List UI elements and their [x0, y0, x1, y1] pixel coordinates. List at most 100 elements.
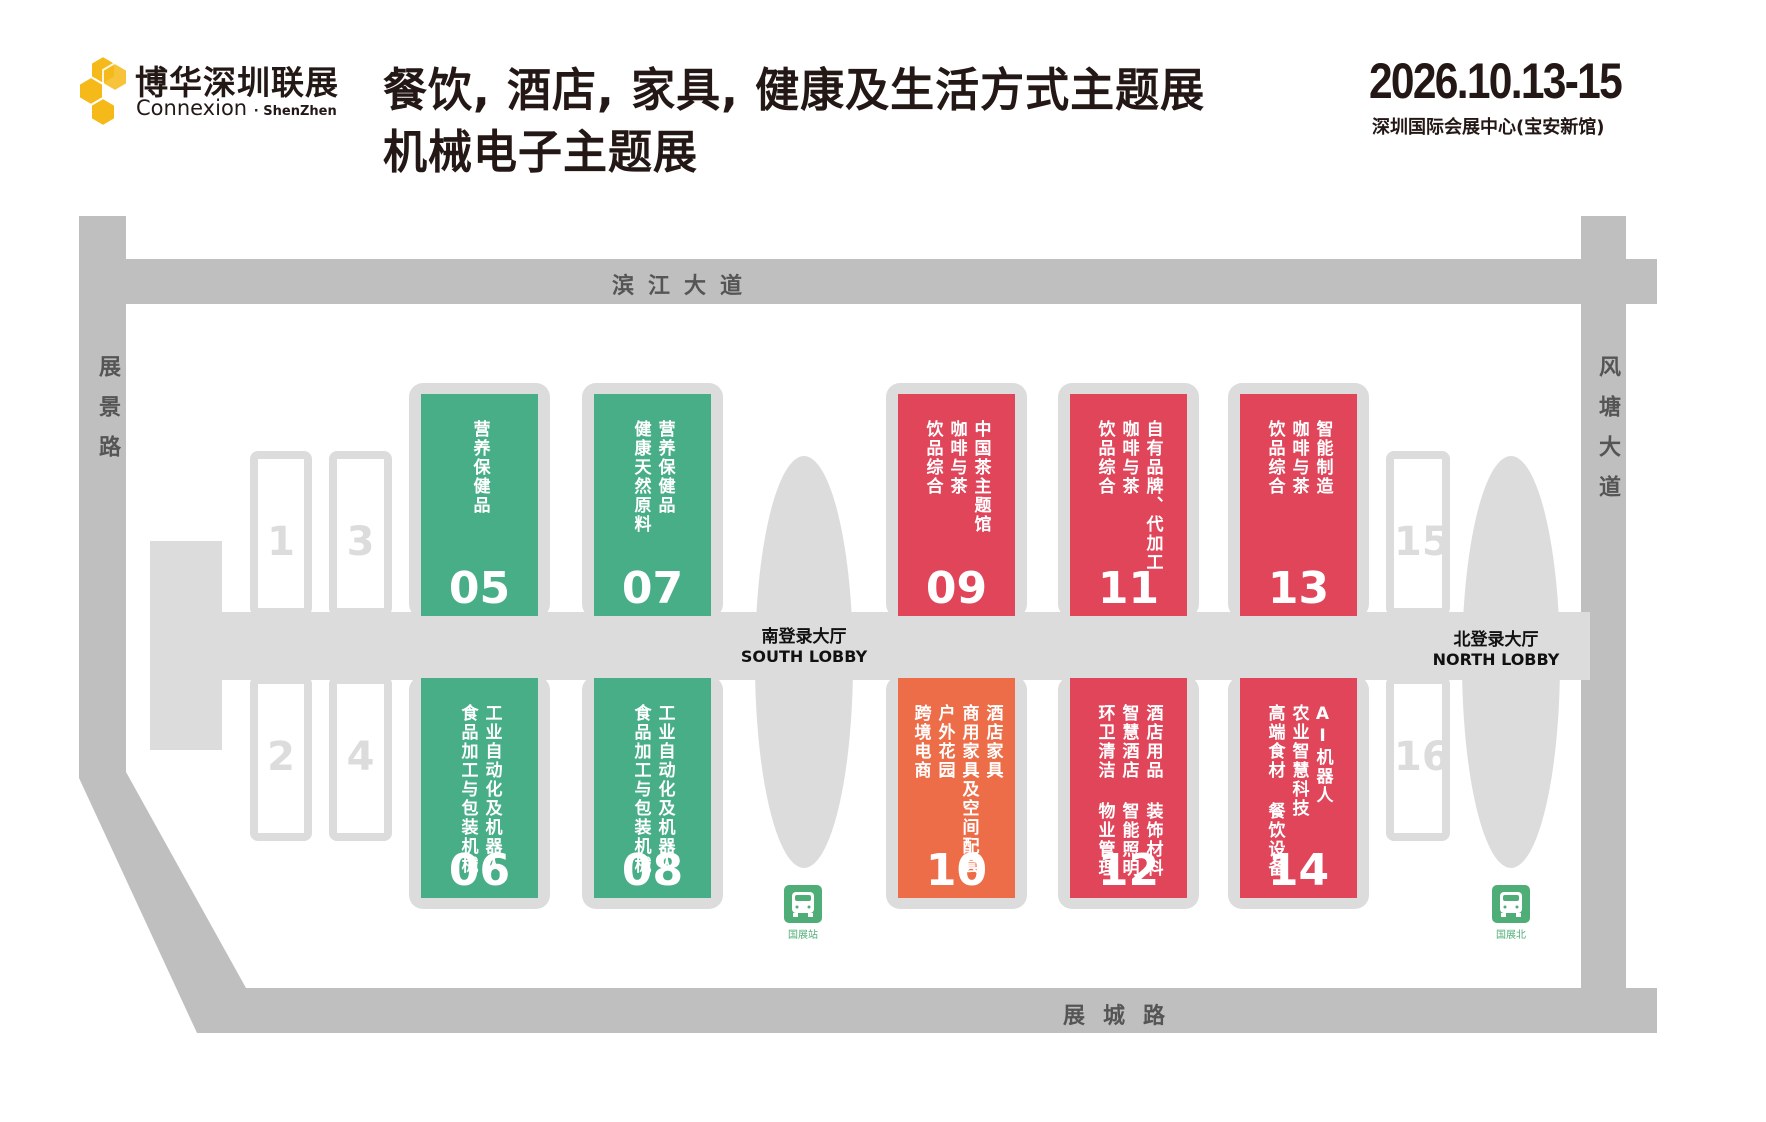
hall-05[interactable]: 营养保健品 05	[409, 383, 550, 618]
hall-category: 咖啡与茶	[1288, 420, 1309, 496]
hall-categories: 中国茶主题馆咖啡与茶饮品综合	[898, 420, 1015, 534]
hall-number: 13	[1267, 563, 1330, 614]
south-lobby-cn: 南登录大厅	[761, 627, 847, 647]
north-lobby-cn: 北登录大厅	[1453, 630, 1539, 650]
hall-category: 工业自动化及机器人	[654, 704, 675, 875]
road-top	[126, 259, 1657, 304]
hall-categories: 智能制造咖啡与茶饮品综合	[1240, 420, 1357, 496]
hall-number: 16	[1394, 734, 1450, 780]
hall-category: 智慧酒店 智能照明	[1118, 704, 1139, 878]
hall-number: 07	[621, 563, 684, 614]
hall-categories: 营养保健品	[421, 420, 538, 515]
hall-15[interactable]: 15	[1386, 451, 1450, 616]
hall-categories: 自有品牌、代加工咖啡与茶饮品综合	[1070, 420, 1187, 572]
hall-category: 环卫清洁 物业管理	[1094, 704, 1115, 878]
road-label-top: 滨江大道	[612, 274, 757, 299]
hall-4[interactable]: 4	[329, 676, 392, 841]
road-bottom	[246, 988, 1657, 1033]
hall-number: 08	[621, 845, 684, 896]
hall-number: 2	[267, 734, 295, 780]
hall-09[interactable]: 中国茶主题馆咖啡与茶饮品综合 09	[886, 383, 1027, 618]
hall-fill: 营养保健品健康天然原料 07	[594, 394, 711, 616]
hall-categories: 工业自动化及机器人食品加工与包装机械	[421, 704, 538, 875]
hall-category: 跨境电商	[910, 704, 931, 780]
north-station-label: 国展北	[1496, 930, 1526, 941]
hall-category: 工业自动化及机器人	[481, 704, 502, 875]
hall-category: 饮品综合	[922, 420, 943, 496]
brand-name-en: Connexion · ShenZhen	[136, 96, 337, 120]
logo-icon	[78, 54, 128, 126]
hall-category: 中国茶主题馆	[970, 420, 991, 534]
north-lobby[interactable]	[1462, 456, 1560, 868]
brand-name-cn: 博华深圳联展	[135, 63, 339, 102]
hall-category: 咖啡与茶	[946, 420, 967, 496]
road-right	[1581, 216, 1626, 988]
hall-number: 1	[267, 519, 295, 565]
hall-16[interactable]: 16	[1386, 676, 1450, 841]
road-label-right: 风塘大道	[1595, 355, 1620, 515]
hall-category: 农业智慧科技	[1288, 704, 1309, 818]
road-left-diagonal	[79, 216, 246, 1033]
hall-1[interactable]: 1	[250, 451, 312, 616]
hall-category: 户外花园	[934, 704, 955, 780]
road-label-left: 展景路	[95, 355, 120, 475]
hall-number: 3	[346, 519, 375, 565]
hall-category: 饮品综合	[1094, 420, 1115, 496]
hall-2[interactable]: 2	[250, 676, 312, 841]
north-lobby-en: NORTH LOBBY	[1432, 650, 1560, 669]
title-line-1: 餐饮, 酒店, 家具, 健康及生活方式主题展	[383, 63, 1206, 118]
hall-number: 06	[448, 845, 511, 896]
south-station-label: 国展站	[788, 930, 818, 941]
hall-categories: 营养保健品健康天然原料	[594, 420, 711, 534]
hall-category: 智能制造	[1312, 420, 1333, 496]
title-line-2: 机械电子主题展	[383, 125, 698, 180]
hall-category: 商用家具及空间配套	[958, 704, 979, 875]
hall-category: 健康天然原料	[630, 420, 651, 534]
road-label-bottom: 展城路	[1063, 1004, 1184, 1029]
hall-number: 05	[448, 563, 511, 614]
hall-category: 酒店用品 装饰材料	[1142, 704, 1163, 878]
hall-category: 食品加工与包装机械	[630, 704, 651, 875]
bus-station-icon[interactable]	[784, 885, 822, 923]
hall-fill: 智能制造咖啡与茶饮品综合 13	[1240, 394, 1357, 616]
south-lobby-label: 南登录大厅 SOUTH LOBBY	[734, 622, 874, 666]
hall-category: AI机器人	[1312, 704, 1333, 805]
west-block	[150, 541, 222, 750]
hall-fill: 营养保健品 05	[421, 394, 538, 616]
hall-number: 09	[925, 563, 988, 614]
bus-station-icon[interactable]	[1492, 885, 1530, 923]
event-date: 2026.10.13-15	[1369, 53, 1623, 109]
hall-category: 饮品综合	[1264, 420, 1285, 496]
south-lobby-en: SOUTH LOBBY	[740, 647, 868, 666]
hall-number: 14	[1267, 845, 1330, 896]
hall-number: 11	[1097, 563, 1160, 614]
north-lobby-label: 北登录大厅 NORTH LOBBY	[1426, 625, 1566, 669]
south-lobby[interactable]	[755, 456, 853, 868]
brand-en: Connexion	[136, 96, 248, 120]
hall-category: 食品加工与包装机械	[457, 704, 478, 875]
hall-number: 12	[1097, 845, 1160, 896]
hall-categories: 工业自动化及机器人食品加工与包装机械	[594, 704, 711, 875]
hall-category: 营养保健品	[469, 420, 490, 515]
hall-category: 营养保健品	[654, 420, 675, 515]
hall-category: 高端食材 餐饮设备	[1264, 704, 1285, 878]
hall-3[interactable]: 3	[329, 451, 392, 616]
hall-13[interactable]: 智能制造咖啡与茶饮品综合 13	[1228, 383, 1369, 618]
hall-number: 15	[1394, 519, 1450, 565]
hall-category: 自有品牌、代加工	[1142, 420, 1163, 572]
hall-07[interactable]: 营养保健品健康天然原料 07	[582, 383, 723, 618]
hall-category: 咖啡与茶	[1118, 420, 1139, 496]
hall-categories: 酒店家具商用家具及空间配套户外花园跨境电商	[898, 704, 1015, 875]
